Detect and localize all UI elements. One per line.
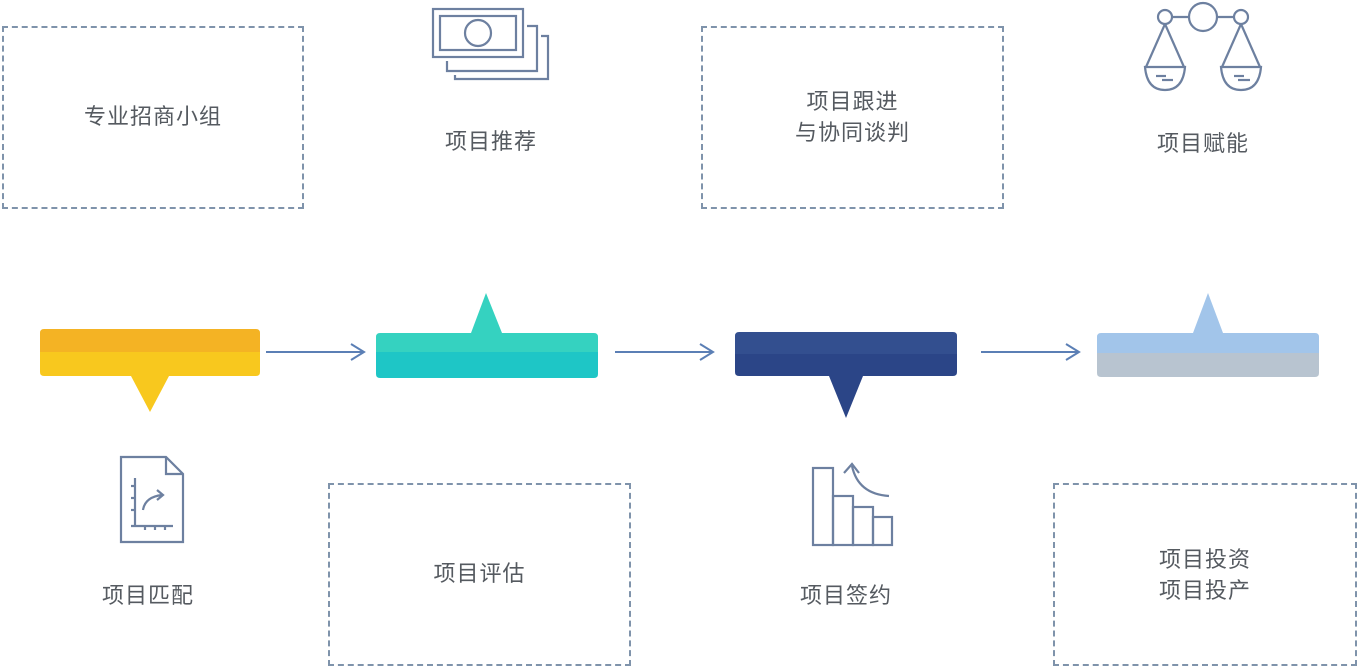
box-text-invest: 项目投资 项目投产 — [1159, 545, 1251, 607]
arrow-3 — [981, 343, 1081, 361]
dashed-box-evaluate: 项目评估 — [328, 483, 631, 666]
step-label-sign: 项目签约 — [799, 584, 892, 609]
stage-marker-3 — [735, 332, 957, 418]
stage-marker-1 — [40, 329, 260, 412]
box-text-evaluate: 项目评估 — [433, 562, 526, 587]
money-icon — [431, 7, 550, 81]
scale-icon — [1143, 1, 1263, 92]
stage-marker-2 — [376, 293, 598, 378]
box-line-2: 项目投产 — [1158, 579, 1251, 604]
bar-chart-down-icon — [811, 462, 894, 547]
box-line-1: 项目投资 — [1158, 548, 1251, 573]
arrow-2 — [615, 343, 715, 361]
box-line-1: 项目跟进 — [806, 89, 899, 115]
box-text-team: 专业招商小组 — [83, 105, 222, 130]
box-text-followup: 项目跟进 与协同谈判 — [795, 87, 910, 149]
dashed-box-followup: 项目跟进 与协同谈判 — [701, 26, 1004, 209]
step-label-recommend: 项目推荐 — [444, 130, 537, 155]
document-chart-icon — [119, 455, 185, 544]
stage-marker-4 — [1097, 293, 1319, 377]
step-label-match: 项目匹配 — [101, 584, 194, 609]
dashed-box-invest: 项目投资 项目投产 — [1053, 483, 1357, 666]
box-line-2: 与协同谈判 — [794, 120, 910, 146]
dashed-box-team: 专业招商小组 — [2, 26, 304, 209]
step-label-empower: 项目赋能 — [1156, 132, 1249, 157]
arrow-1 — [266, 343, 366, 361]
